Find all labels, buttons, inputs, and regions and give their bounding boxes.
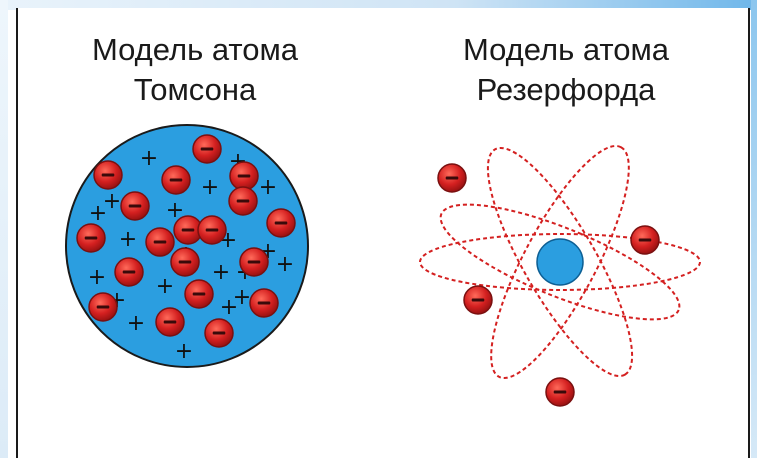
minus-sign <box>178 260 192 264</box>
thomson-electron <box>93 160 123 190</box>
plus-sign: + <box>175 339 193 364</box>
plus-sign: + <box>212 260 230 285</box>
electron-orbit <box>490 144 630 380</box>
minus-sign <box>553 390 567 394</box>
thomson-electron <box>155 307 185 337</box>
minus-sign <box>163 320 177 324</box>
plus-sign: + <box>201 175 219 200</box>
rutherford-title-line-1: Модель атома <box>462 32 670 67</box>
frame-top-border <box>0 0 757 10</box>
minus-sign <box>96 305 110 309</box>
rutherford-title-line-2: Резерфорда <box>476 72 656 107</box>
minus-sign <box>257 301 271 305</box>
thomson-electron <box>228 186 258 216</box>
minus-sign <box>274 221 288 225</box>
electron-orbit <box>419 233 701 291</box>
thomson-model-title: Модель атома Томсона <box>45 30 345 110</box>
plus-sign: + <box>119 227 137 252</box>
frame-right-border <box>751 0 757 458</box>
minus-sign <box>128 204 142 208</box>
plus-sign: + <box>88 265 106 290</box>
rutherford-electron <box>463 285 493 315</box>
rutherford-electrons <box>437 163 660 407</box>
minus-sign <box>84 236 98 240</box>
rutherford-orbits <box>419 144 701 380</box>
thomson-electron <box>145 227 175 257</box>
minus-sign <box>247 260 261 264</box>
plus-sign: + <box>140 146 158 171</box>
thomson-electron <box>192 134 222 164</box>
thomson-title-line-2: Томсона <box>133 72 257 107</box>
minus-sign <box>169 178 183 182</box>
thomson-electron <box>170 247 200 277</box>
frame-left-border <box>0 0 8 458</box>
plus-sign: + <box>156 274 174 299</box>
plus-sign: + <box>276 252 294 277</box>
thomson-electron <box>197 215 227 245</box>
thomson-title-line-1: Модель атома <box>91 32 299 67</box>
rutherford-electron <box>437 163 467 193</box>
minus-sign <box>212 331 226 335</box>
plus-sign: + <box>89 201 107 226</box>
plus-sign: + <box>259 175 277 200</box>
electron-orbit <box>439 203 681 321</box>
electron-orbit <box>486 146 634 378</box>
plus-sign: + <box>233 285 251 310</box>
minus-sign <box>192 292 206 296</box>
thomson-electron <box>239 247 269 277</box>
plus-sign: + <box>220 295 238 320</box>
thomson-electron <box>120 191 150 221</box>
plus-sign: + <box>127 311 145 336</box>
thomson-electron <box>88 292 118 322</box>
minus-sign <box>471 298 485 302</box>
minus-sign <box>445 176 459 180</box>
thomson-electron <box>161 165 191 195</box>
minus-sign <box>200 147 214 151</box>
minus-sign <box>181 228 195 232</box>
minus-sign <box>101 173 115 177</box>
minus-sign <box>236 199 250 203</box>
thomson-electron <box>249 288 279 318</box>
minus-sign <box>638 238 652 242</box>
rutherford-model-title: Модель атома Резерфорда <box>416 30 716 110</box>
minus-sign <box>122 270 136 274</box>
plus-sign: + <box>166 198 184 223</box>
rutherford-electron <box>630 225 660 255</box>
minus-sign <box>153 240 167 244</box>
thomson-electron <box>173 215 203 245</box>
thomson-electron <box>114 257 144 287</box>
thomson-electron <box>229 161 259 191</box>
thomson-electron <box>266 208 296 238</box>
minus-sign <box>237 174 251 178</box>
minus-sign <box>205 228 219 232</box>
thomson-electrons <box>76 134 296 348</box>
thomson-electron <box>76 223 106 253</box>
thomson-atom: +++++++++++++++++++++ <box>65 124 309 368</box>
thomson-electron <box>184 279 214 309</box>
rutherford-electron <box>545 377 575 407</box>
rutherford-atom <box>419 144 701 407</box>
rutherford-nucleus <box>536 238 584 286</box>
thomson-electron <box>204 318 234 348</box>
plus-sign: + <box>103 189 121 214</box>
